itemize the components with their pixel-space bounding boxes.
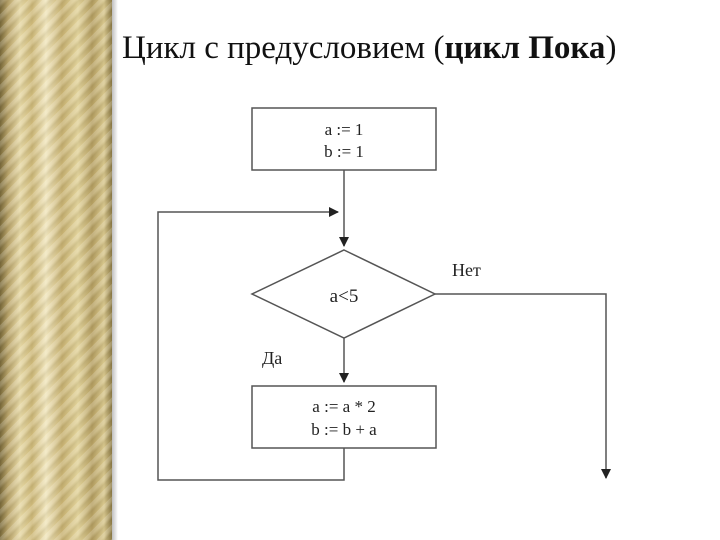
init-line-2: b := 1 [324,142,364,161]
slide-title: Цикл с предусловием (цикл Пока) [122,30,712,67]
init-line-1: a := 1 [325,120,364,139]
title-prefix: Цикл с предусловием ( [122,30,445,66]
loop-back-connector [157,207,345,481]
body-line-2: b := b + a [311,420,377,439]
title-suffix: ) [605,30,617,66]
body-block [251,385,437,449]
no-label: Нет [452,260,481,280]
decorative-gold-band [0,0,118,540]
title-bold: цикл Пока [444,30,606,66]
yes-label: Да [262,348,282,368]
condition-text: a<5 [330,286,359,307]
arrow-no-branch [435,293,611,479]
body-line-1: a := a * 2 [312,397,375,416]
